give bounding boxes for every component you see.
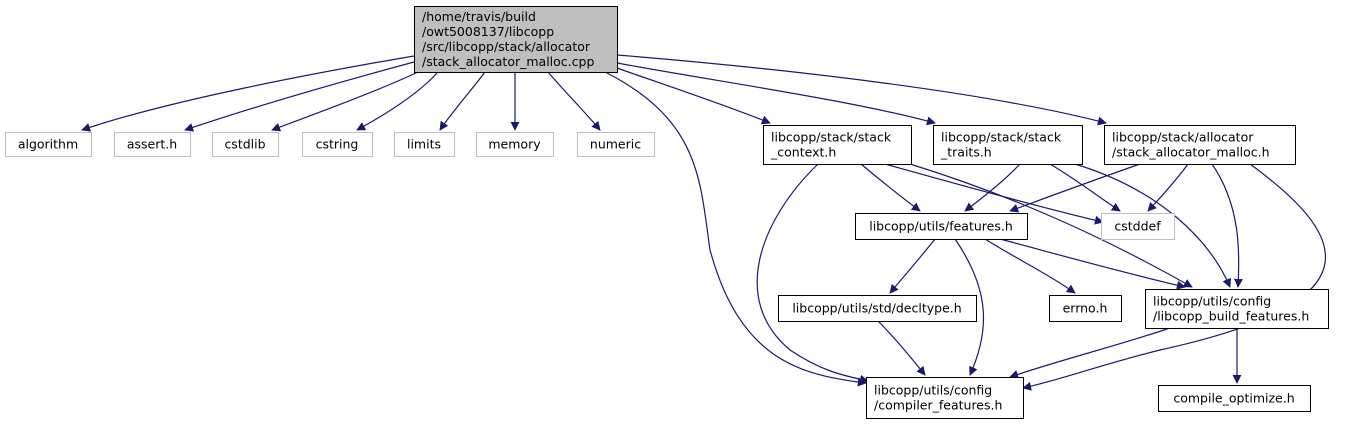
- node-label-limits-line-0: limits: [407, 137, 441, 152]
- edges-layer: [81, 54, 1327, 391]
- node-label-decltype-line-0: libcopp/utils/std/decltype.h: [792, 301, 961, 316]
- edge-root-to-stack_alloc_h: [616, 54, 1107, 126]
- node-label-assert_h-line-0: assert.h: [127, 137, 177, 152]
- edge-stack_context-to-compiler_features: [756, 163, 869, 384]
- node-label-build_features-line-1: /libcopp_build_features.h: [1153, 309, 1309, 324]
- node-label-stack_alloc_h-line-0: libcopp/stack/allocator: [1112, 130, 1254, 145]
- node-label-stack_alloc_h-line-1: /stack_allocator_malloc.h: [1112, 145, 1270, 160]
- nodes-layer: /home/travis/build/owt5008137/libcopp/sr…: [5, 6, 1329, 419]
- edge-stack_traits-to-features: [964, 163, 1021, 212]
- node-box-compile_optimize: [1158, 385, 1311, 412]
- edge-root-to-cstring: [356, 71, 439, 131]
- node-box-limits: [394, 132, 455, 157]
- edge-build_features-to-compiler_features: [1009, 327, 1171, 379]
- node-label-root-line-3: /stack_allocator_malloc.cpp: [422, 54, 594, 69]
- node-box-memory: [476, 132, 554, 157]
- edge-features-to-compiler_features: [954, 238, 985, 376]
- edge-stack_traits-to-build_features: [1074, 163, 1231, 288]
- node-root: /home/travis/build/owt5008137/libcopp/sr…: [414, 6, 618, 73]
- node-label-numeric-line-0: numeric: [590, 137, 641, 152]
- edge-decltype-to-compiler_features: [877, 320, 926, 376]
- edge-features-to-build_features: [999, 238, 1186, 290]
- edge-stack_alloc_h-to-compiler_features: [1022, 163, 1327, 391]
- edge-stack_context-to-build_features: [909, 163, 1193, 288]
- node-label-compiler_features-line-1: /compiler_features.h: [874, 398, 1002, 413]
- node-box-errno_h: [1049, 295, 1122, 322]
- node-box-stack_context: [763, 125, 912, 165]
- node-label-features-line-0: libcopp/utils/features.h: [869, 219, 1013, 234]
- node-stack_context[interactable]: libcopp/stack/stack_context.h: [763, 125, 912, 165]
- node-label-cstddef-line-0: cstddef: [1114, 219, 1161, 234]
- node-label-memory-line-0: memory: [488, 137, 541, 152]
- node-box-numeric: [577, 132, 655, 157]
- edge-stack_context-to-features: [860, 163, 921, 212]
- edge-root-to-stack_context: [616, 67, 771, 125]
- node-cstring: cstring: [302, 132, 373, 157]
- node-label-stack_traits-line-0: libcopp/stack/stack: [941, 130, 1062, 145]
- node-compile_optimize[interactable]: compile_optimize.h: [1158, 385, 1311, 412]
- node-cstddef: cstddef: [1101, 213, 1175, 240]
- edge-root-to-cstdlib: [271, 71, 419, 132]
- node-label-algorithm-line-0: algorithm: [18, 137, 78, 152]
- node-label-errno_h-line-0: errno.h: [1063, 301, 1108, 316]
- node-box-build_features: [1145, 289, 1329, 329]
- node-box-cstddef: [1101, 213, 1175, 240]
- node-stack_alloc_h[interactable]: libcopp/stack/allocator/stack_allocator_…: [1104, 125, 1296, 165]
- node-label-compiler_features-line-0: libcopp/utils/config: [874, 383, 992, 398]
- edge-root-to-compiler_features: [604, 71, 867, 387]
- node-label-root-line-1: /owt5008137/libcopp: [422, 24, 554, 39]
- node-box-stack_traits: [933, 125, 1083, 165]
- edge-root-to-algorithm: [81, 55, 415, 132]
- node-decltype[interactable]: libcopp/utils/std/decltype.h: [778, 295, 977, 322]
- edge-root-to-stack_traits: [616, 62, 936, 126]
- node-limits: limits: [394, 132, 455, 157]
- node-box-assert_h: [114, 132, 191, 157]
- node-box-decltype: [778, 295, 977, 322]
- edge-root-to-numeric: [547, 71, 601, 131]
- node-numeric: numeric: [577, 132, 655, 157]
- node-features[interactable]: libcopp/utils/features.h: [855, 213, 1028, 240]
- node-build_features[interactable]: libcopp/utils/config/libcopp_build_featu…: [1145, 289, 1329, 329]
- node-stack_traits[interactable]: libcopp/stack/stack_traits.h: [933, 125, 1083, 165]
- node-cstdlib: cstdlib: [212, 132, 279, 157]
- node-box-stack_alloc_h: [1104, 125, 1296, 165]
- node-label-compile_optimize-line-0: compile_optimize.h: [1173, 391, 1294, 406]
- edge-stack_alloc_h-to-cstddef: [1147, 163, 1189, 212]
- edge-stack_alloc_h-to-features: [1009, 163, 1141, 213]
- node-compiler_features[interactable]: libcopp/utils/config/compiler_features.h: [866, 377, 1024, 419]
- node-label-stack_context-line-1: _context.h: [770, 145, 836, 160]
- edge-stack_traits-to-cstddef: [1049, 163, 1121, 212]
- edge-root-to-assert_h: [184, 61, 415, 132]
- node-assert_h: assert.h: [114, 132, 191, 157]
- node-label-stack_context-line-0: libcopp/stack/stack: [771, 130, 892, 145]
- node-algorithm: algorithm: [5, 132, 92, 157]
- node-box-cstdlib: [212, 132, 279, 157]
- edge-stack_alloc_h-to-build_features: [1211, 163, 1243, 288]
- node-errno_h[interactable]: errno.h: [1049, 295, 1122, 322]
- edge-features-to-decltype: [889, 238, 936, 294]
- node-label-cstring-line-0: cstring: [316, 137, 359, 152]
- node-box-cstring: [302, 132, 373, 157]
- node-box-algorithm: [5, 132, 92, 157]
- node-label-cstdlib-line-0: cstdlib: [224, 137, 265, 152]
- node-box-root: [414, 6, 618, 73]
- node-label-build_features-line-0: libcopp/utils/config: [1153, 294, 1271, 309]
- node-box-features: [855, 213, 1028, 240]
- node-box-compiler_features: [866, 377, 1024, 419]
- node-label-root-line-2: /src/libcopp/stack/allocator: [422, 39, 591, 54]
- node-label-stack_traits-line-1: _traits.h: [940, 145, 992, 160]
- edge-features-to-errno_h: [984, 238, 1076, 294]
- edge-root-to-limits: [439, 71, 486, 131]
- node-label-root-line-0: /home/travis/build: [422, 9, 536, 24]
- node-memory: memory: [476, 132, 554, 157]
